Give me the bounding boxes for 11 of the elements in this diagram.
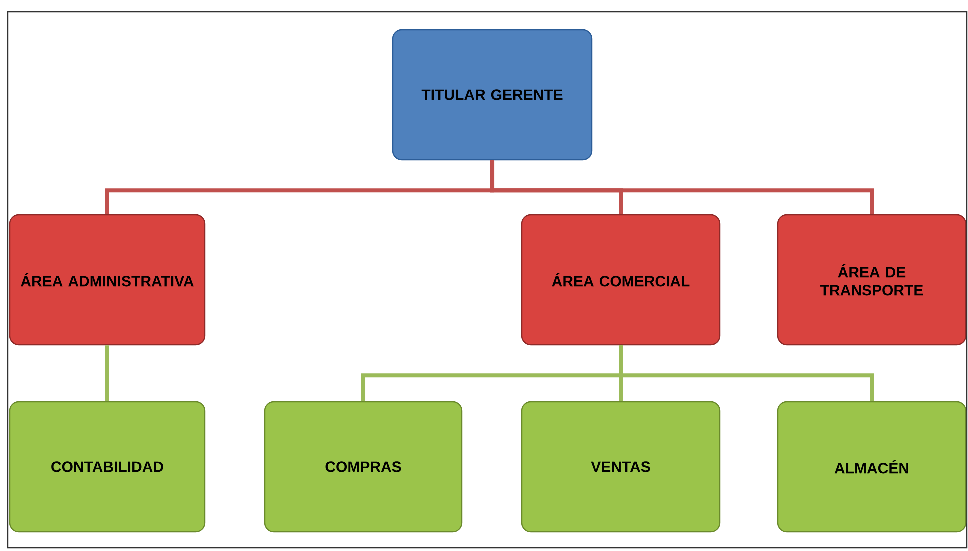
connector-line	[619, 346, 874, 402]
department-box: ALMACÉN	[777, 401, 967, 533]
department-box: VENTAS	[521, 401, 721, 533]
area-box: ÁREA COMERCIAL	[521, 214, 721, 346]
connector-line	[106, 346, 110, 402]
area-box: ÁREA DE TRANSPORTE	[777, 214, 967, 346]
area-box: ÁREA ADMINISTRATIVA	[9, 214, 206, 346]
manager-box: TITULAR GERENTE	[392, 29, 593, 161]
connector-line	[490, 160, 874, 214]
department-box: CONTABILIDAD	[9, 401, 206, 533]
department-box: COMPRAS	[264, 401, 463, 533]
